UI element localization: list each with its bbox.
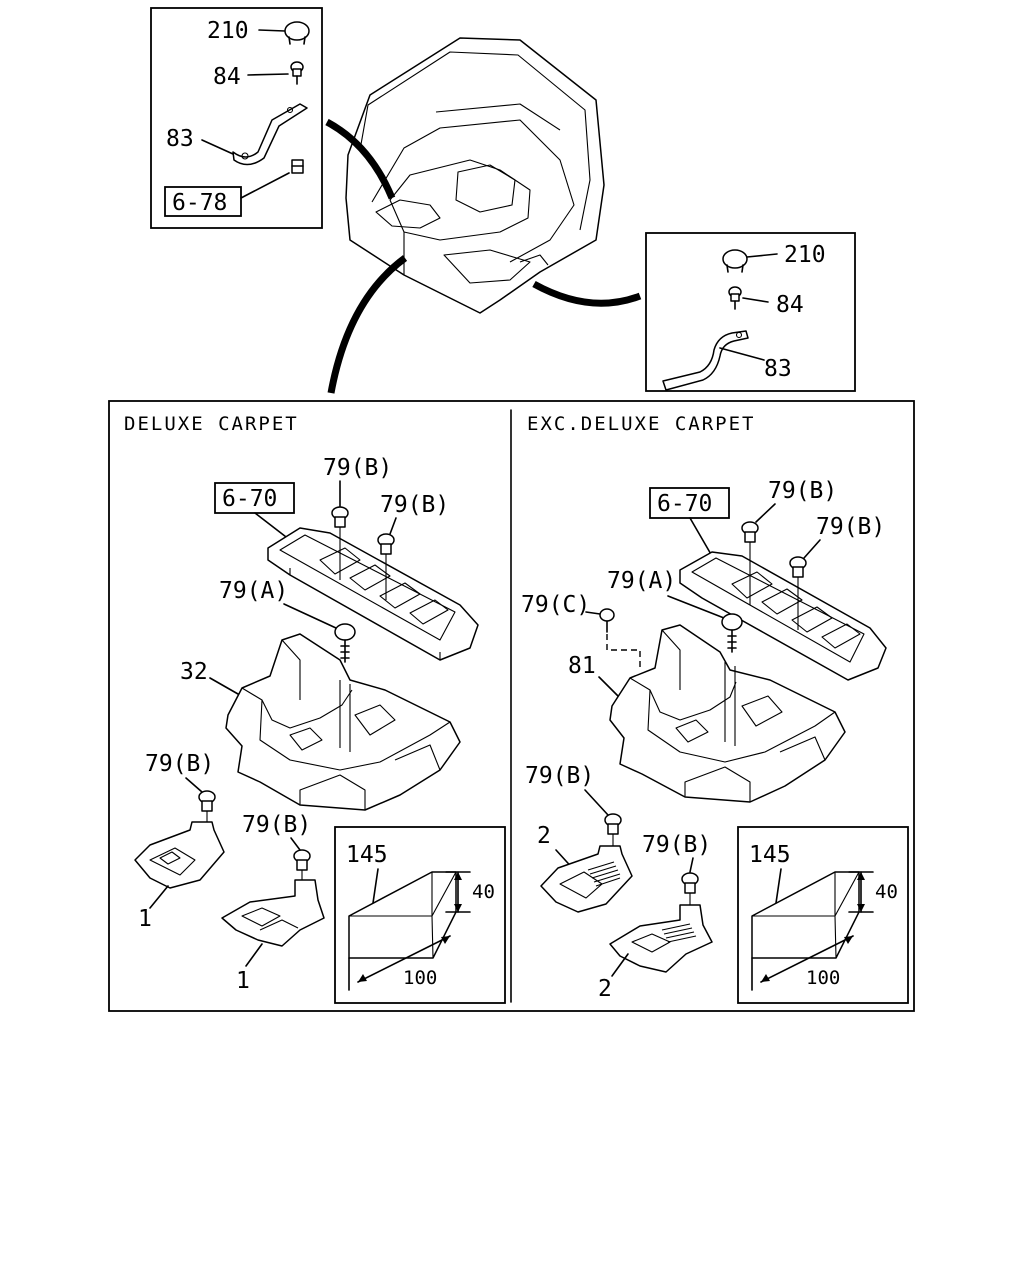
section-deluxe-carpet: DELUXE CARPET 6-70 79(B) 79(B) 79 [124,413,506,1004]
section-title-deluxe: DELUXE CARPET [124,413,299,435]
cap-icon [722,249,748,273]
ref-box-6-78 [164,186,242,217]
inset-dim-width-right: 100 [806,967,840,989]
inset-part-145-left: 145 [346,842,388,868]
detail-box-top-left: 210 84 83 6-78 [150,7,323,229]
floor-carpet-32 [225,633,461,811]
leader-arc-main [327,255,408,394]
front-mat-right [540,845,633,913]
callout-79b-left-4: 79(B) [242,812,311,838]
callout-2-a: 2 [537,823,551,849]
cap-icon [284,21,310,45]
main-frame [108,400,915,1012]
ref-6-70-right: 6-70 [657,491,712,517]
callout-79b-left-3: 79(B) [145,751,214,777]
install-guide-79c [606,634,641,670]
clip-79b-icon [741,521,759,605]
floor-panel-upper-left [267,527,479,661]
inset-pad-145-left: 145 40 100 [334,826,506,1004]
screw-79c-icon [599,608,615,633]
screw-icon [728,286,742,310]
floor-carpet-81 [609,624,846,803]
callout-83-top-left: 83 [166,126,194,152]
inset-dim-height-left: 40 [472,881,495,903]
inset-pad-145-right: 145 40 100 [737,826,909,1004]
clip-79b-icon [681,872,699,905]
leader-arc-top-right [532,280,642,307]
callout-79a-right: 79(A) [607,568,676,594]
clip-79b-icon [331,506,349,580]
clip-icon [291,159,304,174]
clip-79b-icon [293,849,311,880]
clip-79b-icon [377,533,395,600]
leader-arc-top-left [325,118,396,200]
callout-79c: 79(C) [521,592,590,618]
callout-1-b: 1 [236,968,250,994]
callout-79b-right-4: 79(B) [642,832,711,858]
clip-79b-icon [789,556,807,630]
bracket-icon [662,330,749,391]
section-title-exc-deluxe: EXC.DELUXE CARPET [527,413,755,435]
cab-overview [345,37,605,314]
ref-6-78: 6-78 [172,190,227,216]
clip-79b-icon [198,790,216,822]
callout-210-top-right: 210 [784,242,826,268]
callout-32: 32 [180,659,208,685]
callout-83-top-right: 83 [764,356,792,382]
clip-79b-icon [604,813,622,846]
callout-210-top-left: 210 [207,18,249,44]
detail-box-top-right: 210 84 83 [645,232,856,392]
floor-panel-upper-right [679,551,887,681]
rear-mat-left [221,879,325,947]
callout-84-top-right: 84 [776,292,804,318]
inset-part-145-right: 145 [749,842,791,868]
callout-81: 81 [568,653,596,679]
inset-dim-width-left: 100 [403,967,437,989]
inset-dim-height-right: 40 [875,881,898,903]
callout-79b-right-3: 79(B) [525,763,594,789]
callout-79b-right-1: 79(B) [768,478,837,504]
callout-79a-left: 79(A) [219,578,288,604]
push-pin-79a-icon [334,623,356,663]
section-exc-deluxe-carpet: EXC.DELUXE CARPET 6-70 79(B) 79(B) 79(A) [521,413,909,1004]
callout-79b-right-2: 79(B) [816,514,885,540]
callout-84-top-left: 84 [213,64,241,90]
bracket-icon [232,103,308,166]
push-pin-79a-icon [721,613,743,653]
front-mat-left [134,821,225,889]
callout-1-a: 1 [138,906,152,932]
ref-6-70-left: 6-70 [222,486,277,512]
callout-2-b: 2 [598,976,612,1002]
callout-79b-left-1: 79(B) [323,455,392,481]
callout-79b-left-2: 79(B) [380,492,449,518]
screw-icon [290,61,304,85]
rear-mat-right [609,904,713,973]
